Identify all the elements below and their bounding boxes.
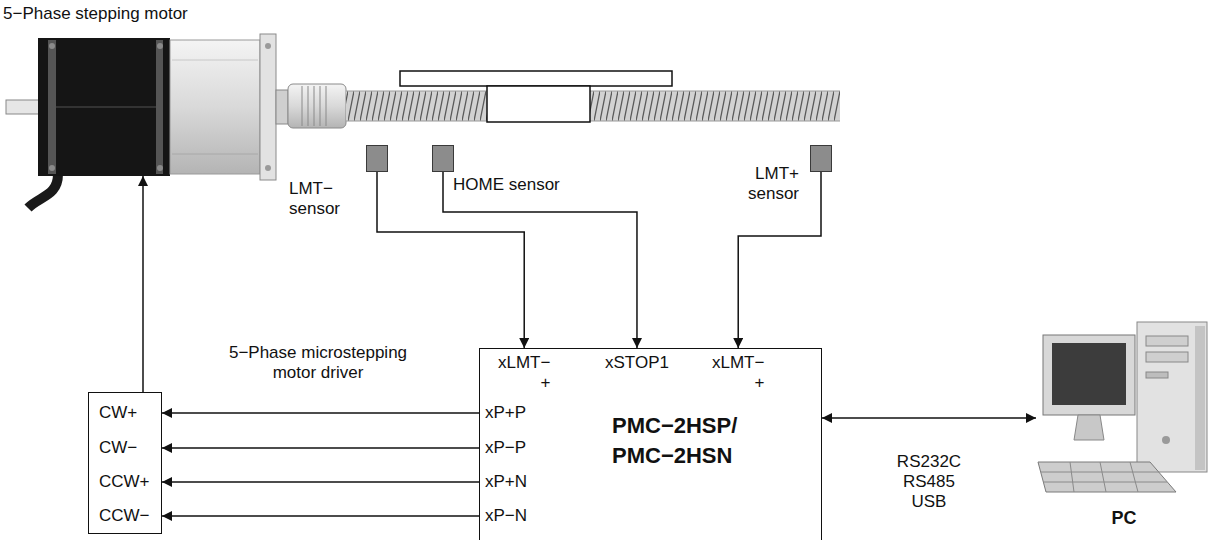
pc-illustration — [1195, 326, 1205, 470]
motor-illustration — [288, 84, 346, 128]
pin-name: xLMT− + — [712, 353, 764, 393]
edge-label: RS232C RS485 USB — [895, 452, 963, 512]
pc-illustration — [1074, 415, 1104, 440]
pc-label: PC — [1036, 508, 1212, 528]
pin-name: xP+P — [485, 403, 526, 423]
pin-name: CW− — [99, 438, 137, 458]
motor-illustration — [48, 40, 56, 174]
motor-illustration — [314, 86, 315, 126]
pc-illustration — [1043, 482, 1167, 483]
motor-illustration — [172, 154, 258, 155]
motor-illustration — [326, 86, 327, 126]
sensor-label: LMT+ sensor — [748, 164, 799, 204]
pc-illustration — [1043, 335, 1135, 415]
motor-illustration — [308, 86, 309, 126]
pc-node: PC — [1036, 318, 1212, 530]
motor-illustration — [276, 90, 288, 124]
sensor-block: HOME sensor — [432, 145, 454, 172]
ball-screw — [346, 91, 840, 92]
sensor-label: HOME sensor — [453, 175, 560, 195]
pin-name: xP+N — [485, 472, 527, 492]
pc-illustration — [1038, 322, 1207, 492]
pin-name: CW+ — [99, 403, 137, 423]
pc-illustration — [1052, 343, 1126, 405]
driver-heading: 5−Phase microstepping motor driver — [218, 343, 418, 383]
connector-line — [443, 172, 637, 348]
sensor-block: LMT+ sensor — [810, 145, 832, 172]
moving-table — [400, 71, 672, 86]
motor-illustration — [320, 86, 321, 126]
pc-illustration — [1038, 462, 1176, 492]
ball-screw — [346, 121, 840, 122]
connector-line — [162, 481, 479, 483]
pc-illustration — [1162, 436, 1170, 444]
driver-box: 5−Phase microstepping motor driverCW+CW−… — [88, 392, 162, 534]
motor-label: 5−Phase stepping motor — [3, 4, 188, 24]
pc-illustration — [1070, 462, 1074, 492]
motor-illustration — [156, 40, 163, 174]
controller-box: xLMT− + xSTOP1 xLMT− + xP+P xP−P xP+N xP−N PMC−… — [479, 348, 822, 540]
connector-line — [162, 412, 479, 414]
motor-illustration — [260, 34, 276, 180]
motor-illustration — [6, 100, 40, 114]
motor-illustration — [265, 43, 271, 49]
motor-illustration — [28, 174, 58, 208]
connector-line — [142, 176, 144, 392]
moving-table — [400, 71, 672, 122]
motor-illustration — [302, 86, 303, 126]
motor-illustration — [170, 40, 260, 174]
pin-name: xLMT− + — [498, 353, 550, 393]
connector-line — [162, 447, 479, 449]
pc-illustration — [1137, 322, 1207, 472]
motor-node: 5−Phase stepping motor — [8, 34, 280, 176]
ball-screw — [346, 91, 840, 121]
sensor-block: LMT− sensor — [366, 145, 388, 172]
motor-illustration — [38, 38, 170, 176]
connector-line — [377, 172, 524, 348]
controller-model: PMC−2HSP/ PMC−2HSN — [612, 411, 782, 471]
pc-illustration — [1041, 472, 1159, 473]
pc-illustration — [1146, 352, 1188, 362]
pc-illustration — [1100, 462, 1106, 492]
pin-name: xSTOP1 — [605, 353, 669, 373]
motor-illustration — [157, 165, 163, 171]
pc-illustration — [1146, 336, 1188, 346]
pc-illustration — [1146, 372, 1168, 378]
motor-illustration — [49, 43, 55, 49]
pin-name: xP−P — [485, 438, 526, 458]
connector-line — [822, 417, 1036, 419]
motor-illustration — [172, 60, 258, 61]
pin-name: CCW− — [99, 506, 150, 526]
motor-illustration — [56, 106, 156, 108]
sensor-label: LMT− sensor — [289, 179, 340, 219]
ball-screw — [346, 91, 840, 121]
motor-illustration — [157, 43, 163, 49]
motor-illustration — [49, 165, 55, 171]
motor-illustration — [265, 165, 271, 171]
pin-name: xP−N — [485, 506, 527, 526]
pc-illustration — [1130, 462, 1138, 492]
pin-name: CCW+ — [99, 472, 150, 492]
moving-table — [487, 86, 590, 122]
connector-line — [162, 515, 479, 517]
